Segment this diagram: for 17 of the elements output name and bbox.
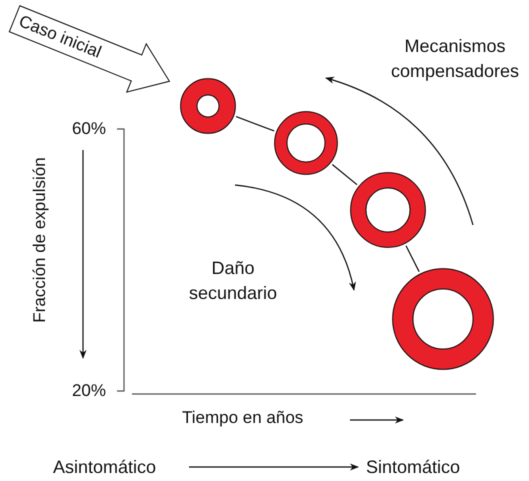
ring-shape (392, 268, 494, 370)
stage-label: Asintomático (53, 456, 181, 478)
axis-title: Tiempo en años (182, 408, 304, 428)
connector-line (332, 164, 358, 186)
arrow-label: Caso inicial (16, 12, 104, 63)
axis-tick-label: 20% (70, 381, 106, 401)
connector-line (236, 116, 274, 132)
stage-label: Sintomático (366, 456, 484, 478)
ring-shape (180, 78, 236, 134)
connector-line (405, 245, 420, 272)
annotation-text: Mecanismos compensadores (390, 35, 520, 83)
axis-title: Fracción de expulsión (30, 157, 50, 323)
ring-shape (350, 172, 426, 248)
ring-shape (274, 111, 338, 175)
annotation-text: Daño secundario (188, 257, 278, 305)
axis-tick-label: 60% (70, 119, 106, 139)
arrow (189, 463, 359, 471)
